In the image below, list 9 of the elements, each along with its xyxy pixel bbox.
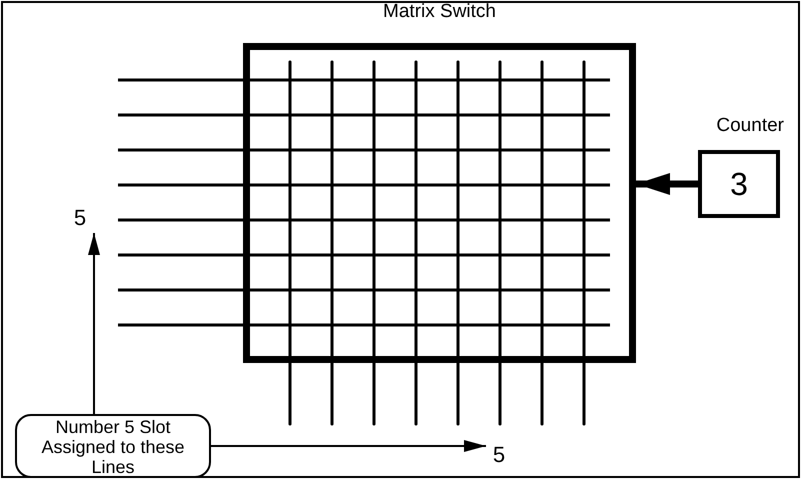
leader-line <box>211 440 486 452</box>
slot-number: 5 <box>486 439 512 471</box>
arrow <box>636 173 698 195</box>
counter-label: Counter <box>716 115 784 137</box>
slot-number: 5 <box>66 203 94 233</box>
callout-box: Number 5 Slot Assigned to these Lines <box>15 414 211 478</box>
switch-title: Matrix Switch <box>382 2 497 22</box>
leader-line <box>88 233 100 414</box>
counter-box: 3 <box>698 150 780 218</box>
